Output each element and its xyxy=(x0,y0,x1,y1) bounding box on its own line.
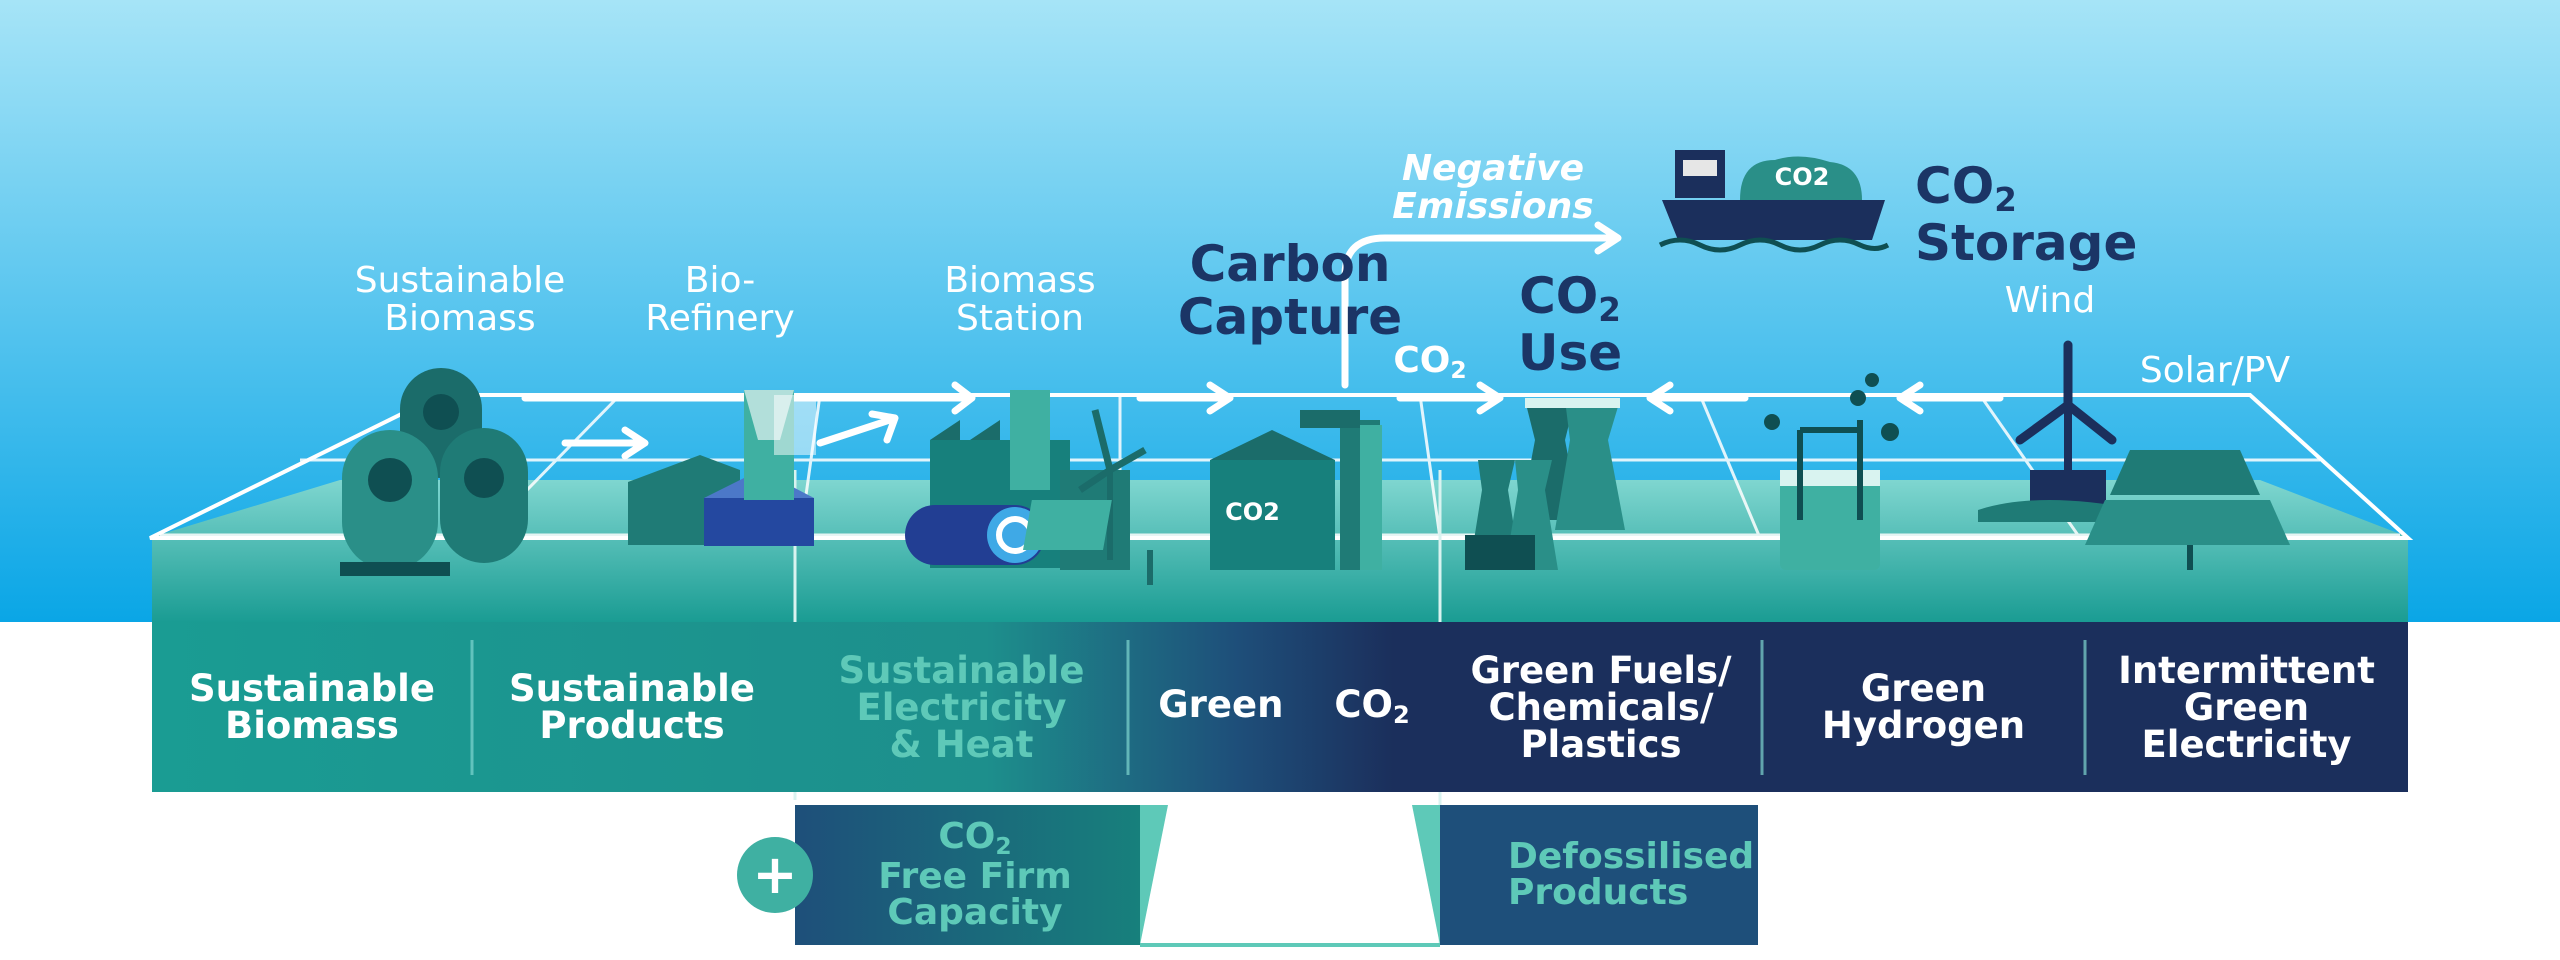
plus-circle xyxy=(737,837,813,913)
bio-refinery-icon xyxy=(628,390,816,546)
label-biomass-station: Biomass Station xyxy=(944,260,1096,339)
co2-free-firm-box xyxy=(795,805,1140,945)
bar-dividers xyxy=(470,640,2087,775)
co2-free-firm-capacity-label: CO2 Free Firm Capacity xyxy=(878,816,1072,933)
label-co2-flow: CO2 xyxy=(1393,340,1467,384)
label-bio-refinery: Bio- Refinery xyxy=(645,260,795,339)
category-bar xyxy=(152,622,2408,792)
label-ship-co2: CO2 xyxy=(1774,163,1830,191)
label-negative-emissions: Negative Emissions xyxy=(1392,148,1594,227)
biomass-station-icon xyxy=(905,390,1153,585)
lower-connector-right xyxy=(1412,805,1440,945)
biomass-pods-icon xyxy=(340,368,528,576)
lower-connector-left xyxy=(1140,805,1168,945)
bar-green-co2: Green CO2 xyxy=(1158,683,1410,730)
hydrogen-beaker-icon xyxy=(1764,373,1899,570)
label-co2-use: CO2 Use xyxy=(1517,267,1623,383)
label-sustainable-biomass: Sustainable Biomass xyxy=(354,260,566,339)
co2-use-plant-icon xyxy=(1465,398,1625,570)
label-solar-pv: Solar/PV xyxy=(2139,350,2291,391)
co2-storage-ship-icon xyxy=(1658,150,1890,253)
label-co2-storage: CO2 Storage xyxy=(1915,157,2138,273)
plus-sign: + xyxy=(752,843,798,906)
bar-green-fuels: Green Fuels/Chemicals/Plastics xyxy=(1470,648,1732,766)
label-plant-co2: CO2 xyxy=(1225,498,1280,526)
flow-arrows xyxy=(521,221,2004,460)
label-carbon-capture: Carbon Capture xyxy=(1177,235,1403,346)
solar-panels-icon xyxy=(2085,450,2290,570)
grid-outline xyxy=(149,393,2414,540)
carbon-capture-plant-icon xyxy=(1210,410,1382,570)
defossilised-box xyxy=(1440,805,1758,945)
label-wind: Wind xyxy=(2004,280,2096,321)
